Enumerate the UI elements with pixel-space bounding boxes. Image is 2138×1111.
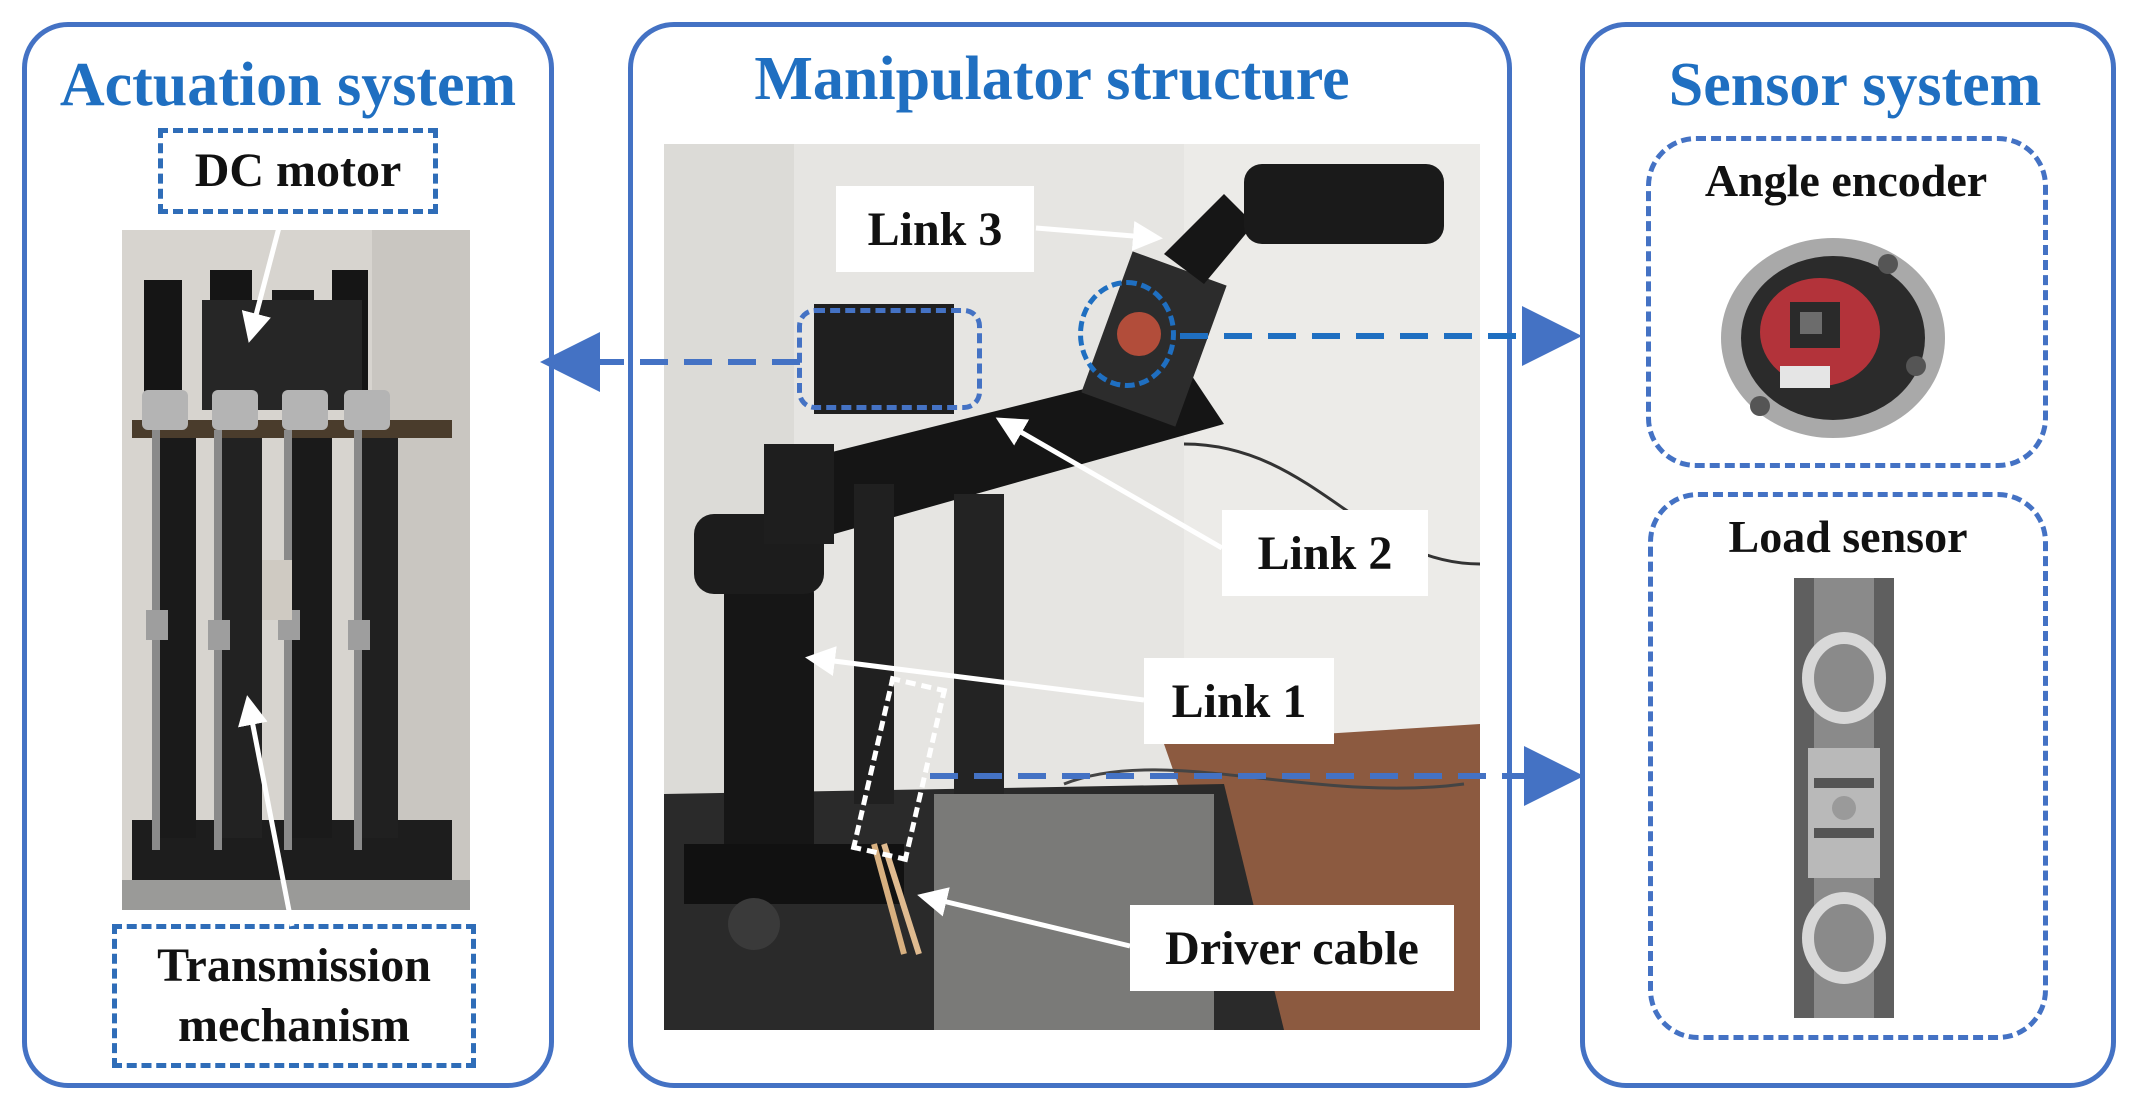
sensor-title: Sensor system xyxy=(1668,51,2042,119)
actuation-photo xyxy=(122,230,470,910)
link2-label-text: Link 2 xyxy=(1257,526,1393,580)
link1-label: Link 1 xyxy=(1144,658,1334,744)
encoder-highlight-ellipse xyxy=(1078,280,1176,388)
dc-motor-label: DC motor xyxy=(194,144,402,197)
load-sensor-box xyxy=(1648,492,2048,1040)
actuator-highlight-box xyxy=(797,308,982,410)
driver-cable-label: Driver cable xyxy=(1130,905,1454,991)
transmission-label-line1: Transmission xyxy=(157,939,431,992)
angle-encoder-drawing xyxy=(1721,238,1945,438)
angle-encoder-photo xyxy=(1720,236,1946,440)
manipulator-title: Manipulator structure xyxy=(754,45,1350,113)
dc-motor-label-box: DC motor xyxy=(158,128,438,214)
angle-encoder-label: Angle encoder xyxy=(1704,155,1988,206)
link3-label-text: Link 3 xyxy=(867,202,1003,256)
actuation-photo-drawing xyxy=(122,230,470,910)
load-sensor-photo xyxy=(1794,578,1894,1018)
actuation-title: Actuation system xyxy=(59,51,517,119)
link1-label-text: Link 1 xyxy=(1171,674,1307,728)
driver-cable-label-text: Driver cable xyxy=(1165,921,1419,975)
transmission-label-box: Transmission mechanism xyxy=(112,924,476,1068)
load-sensor-drawing xyxy=(1794,578,1894,1018)
transmission-label-line2: mechanism xyxy=(178,999,410,1052)
load-sensor-label: Load sensor xyxy=(1728,511,1968,562)
link2-label: Link 2 xyxy=(1222,510,1428,596)
angle-encoder-box xyxy=(1646,136,2048,468)
link3-label: Link 3 xyxy=(836,186,1034,272)
